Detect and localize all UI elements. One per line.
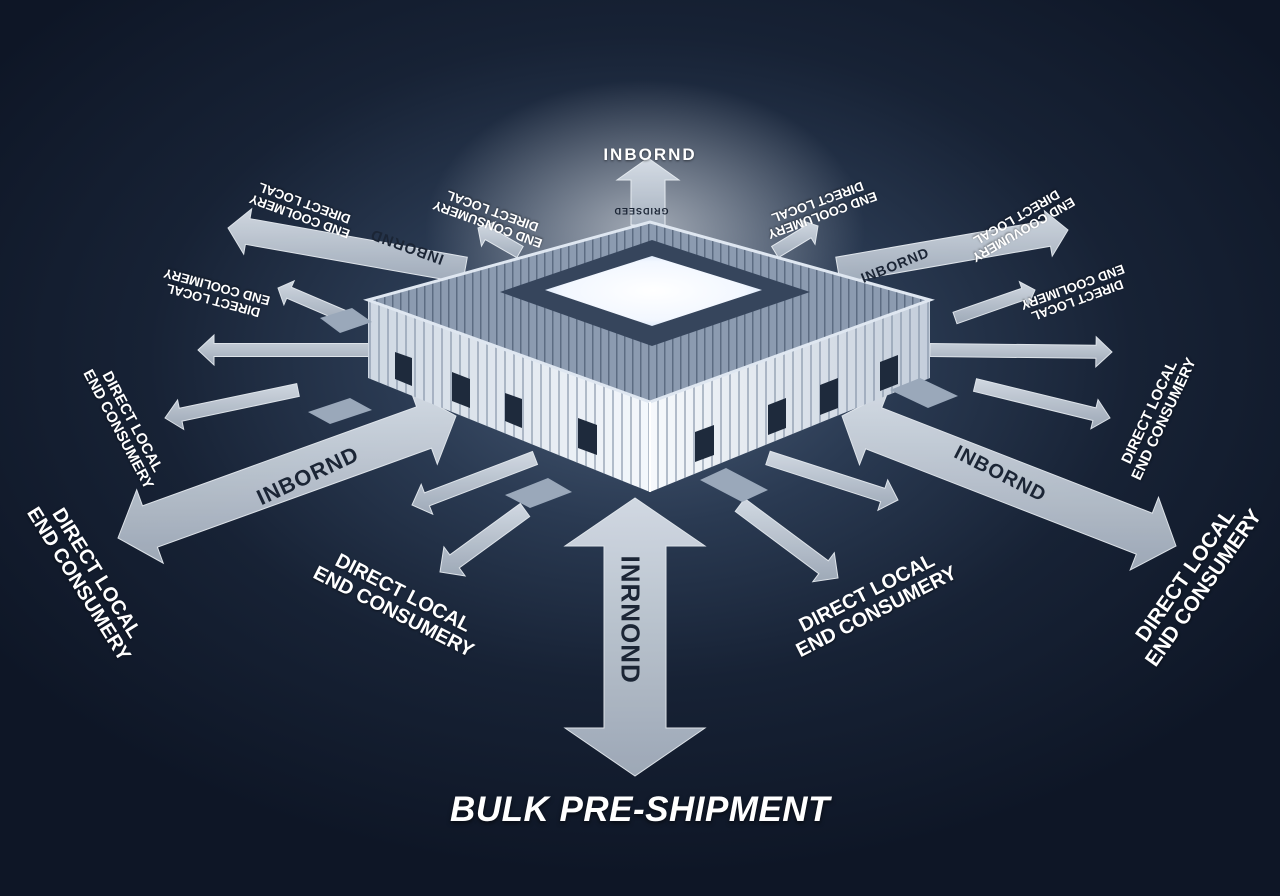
- loading-ramp: [505, 478, 572, 508]
- arrow-left-mid: [197, 333, 371, 367]
- arrow-left-wide: [117, 389, 457, 565]
- skylight: [545, 256, 762, 326]
- loading-ramp: [890, 378, 958, 408]
- arrow-upper-left-small: [477, 220, 524, 259]
- dock-door: [395, 352, 412, 386]
- arrow-top: [615, 157, 681, 226]
- loading-ramp: [320, 308, 372, 333]
- arrow-upper-right-small: [770, 219, 819, 259]
- dock-door: [820, 378, 838, 415]
- arrow-right-mid: [929, 335, 1113, 368]
- arrow-center-right-2: [734, 497, 839, 583]
- loading-ramp: [308, 398, 372, 424]
- dock-door: [880, 355, 898, 391]
- arrow-upper-right-wide: [835, 209, 1069, 284]
- arrow-center-left-1: [411, 450, 539, 516]
- arrow-right-lower: [972, 378, 1111, 430]
- bottom-flow-label: INRNOND: [615, 555, 646, 684]
- flow-arrows: [117, 157, 1177, 777]
- dock-door: [578, 418, 597, 455]
- warehouse-roof-edge: [363, 220, 935, 404]
- top-arrow-mirrored-label: GRIDSEED: [613, 206, 669, 216]
- diagram-caption: BULK PRE-SHIPMENT: [450, 790, 830, 829]
- dock-door: [768, 398, 786, 435]
- arrow-center-right-1: [765, 450, 899, 512]
- warehouse-right-wall-ribs: [650, 300, 930, 492]
- arrow-left-lower: [164, 383, 300, 431]
- arrow-upper-left-wide: [227, 207, 468, 284]
- arrow-bottom: [563, 497, 707, 777]
- dock-door: [695, 425, 714, 462]
- dock-door: [505, 393, 522, 428]
- warehouse-building: [308, 220, 958, 508]
- loading-ramp: [700, 468, 768, 502]
- top-label: INBORND: [603, 145, 697, 164]
- dock-door: [452, 372, 470, 408]
- arrow-center-left-2: [439, 502, 531, 577]
- arrow-right-wide: [841, 390, 1177, 572]
- arrow-right-short: [952, 280, 1036, 325]
